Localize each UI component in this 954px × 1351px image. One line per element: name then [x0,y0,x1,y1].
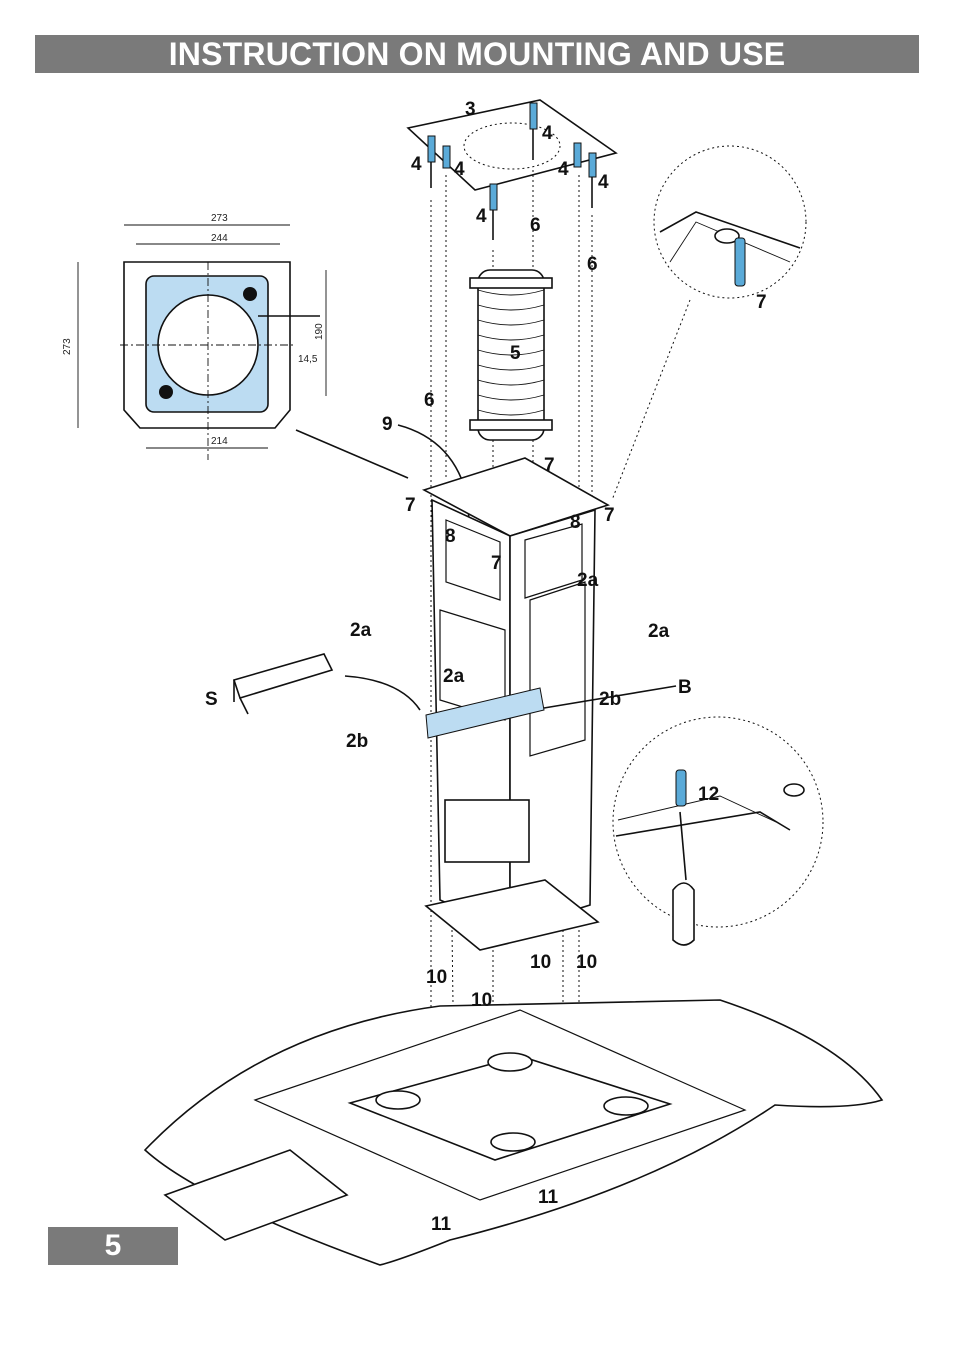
label-4: 4 [542,123,553,144]
label-7: 7 [604,505,615,526]
label-2b: 2b [599,689,621,710]
label-s: S [205,689,218,710]
ceiling-screws [427,102,597,240]
label-4: 4 [598,172,609,193]
label-9: 9 [382,414,393,435]
label-4: 4 [411,154,422,175]
label-11: 11 [431,1214,452,1235]
label-2a: 2a [648,621,670,642]
page-title: INSTRUCTION ON MOUNTING AND USE [35,35,919,73]
label-4: 4 [558,159,569,180]
template-arrow [295,429,409,479]
label-10: 10 [471,990,492,1011]
page-number: 5 [48,1227,178,1265]
label-7: 7 [491,553,502,574]
dim-14-5: 14,5 [298,354,318,365]
ceiling-template: 273 244 273 190 14,5 214 [62,213,327,460]
label-7: 7 [544,455,555,476]
dim-273-top: 273 [211,213,228,224]
label-3: 3 [465,99,476,120]
label-2a: 2a [443,666,465,687]
label-7: 7 [756,292,767,313]
label-10: 10 [576,952,597,973]
label-11: 11 [538,1187,559,1208]
label-2a: 2a [577,570,599,591]
label-8: 8 [570,512,581,533]
label-10: 10 [530,952,551,973]
cover-part-s [232,653,421,715]
label-4: 4 [476,206,487,227]
label-2b: 2b [346,731,368,752]
part-labels: 3 4 4 4 4 4 4 6 6 6 5 7 7 7 7 7 9 8 8 2a… [205,99,767,1235]
label-12: 12 [698,784,719,805]
dim-190: 190 [314,323,325,340]
flex-duct [469,269,553,441]
label-10: 10 [426,967,447,988]
detail-circle-bottom [543,685,824,946]
label-6: 6 [587,254,598,275]
label-8: 8 [445,526,456,547]
ceiling-plate [406,99,618,191]
label-2a: 2a [350,620,372,641]
dim-244: 244 [211,233,228,244]
chimney-frame [421,457,610,951]
label-6: 6 [424,390,435,411]
label-b: B [678,677,692,698]
label-4: 4 [454,159,465,180]
detail-circle-top [611,145,807,501]
dim-273-left: 273 [62,338,73,355]
label-7: 7 [405,495,416,516]
dim-214: 214 [211,436,228,447]
label-6: 6 [530,215,541,236]
hood-canopy [143,999,884,1266]
label-5: 5 [510,343,521,364]
